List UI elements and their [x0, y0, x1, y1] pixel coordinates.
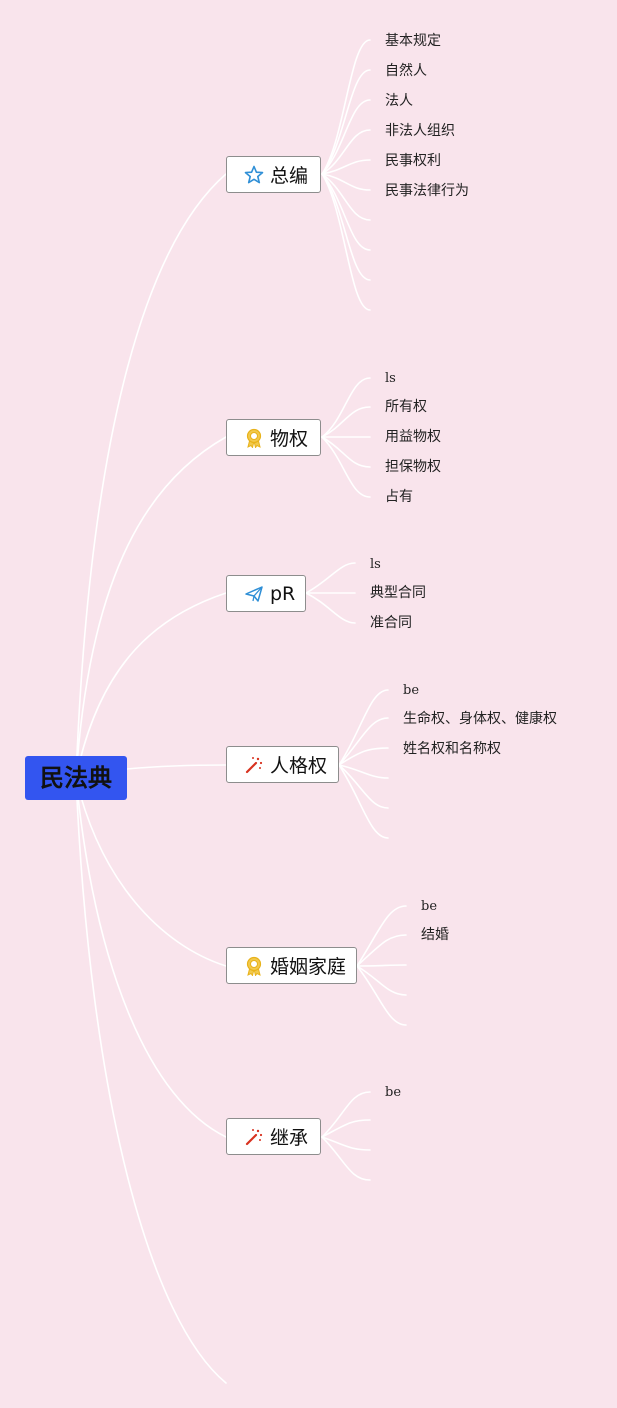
connector-root-pr	[75, 592, 227, 779]
leaf-topic[interactable]: 占有	[385, 489, 413, 505]
branch-label: 总编	[270, 165, 309, 187]
leaf-topic[interactable]: 结婚	[421, 927, 449, 943]
leaf-topic[interactable]: be	[421, 899, 438, 914]
branch-topic-wuquan[interactable]: 物权	[226, 419, 321, 456]
leaf-topic[interactable]: 基本规定	[385, 33, 441, 49]
leaf-topic[interactable]: be	[385, 1085, 402, 1100]
leaf-topic[interactable]: 自然人	[385, 63, 427, 79]
leaf-topic[interactable]: ls	[370, 557, 381, 572]
connector-root-hunyin	[75, 777, 227, 967]
leaf-topic[interactable]: 典型合同	[370, 585, 426, 601]
leaf-topic[interactable]: 法人	[385, 93, 413, 109]
leaf-topic[interactable]: ls	[385, 371, 396, 386]
root-topic[interactable]: 民法典	[25, 756, 127, 800]
branch-label: 人格权	[270, 755, 328, 777]
star-icon	[244, 165, 264, 185]
magic-wand-icon	[244, 755, 264, 775]
branch-label: 物权	[270, 428, 309, 450]
connector-root-jicheng	[75, 777, 227, 1138]
paper-plane-icon	[244, 584, 264, 604]
connector-root-renge	[126, 764, 227, 770]
branch-label: pR	[270, 582, 296, 605]
leaf-topic[interactable]: 非法人组织	[385, 123, 455, 139]
leaf-topic[interactable]: 准合同	[370, 615, 412, 631]
branch-topic-pr[interactable]: pR	[226, 575, 306, 612]
leaf-topic[interactable]: 生命权、身体权、健康权	[403, 711, 557, 727]
leaf-topic[interactable]: 民事法律行为	[385, 183, 469, 199]
branch-topic-hunyin[interactable]: 婚姻家庭	[226, 947, 357, 984]
leaf-topic[interactable]: 担保物权	[385, 459, 441, 475]
branch-topic-zongbian[interactable]: 总编	[226, 156, 321, 193]
leaf-topic[interactable]: 用益物权	[385, 429, 441, 445]
branch-label: 继承	[270, 1127, 309, 1149]
branch-topic-jicheng[interactable]: 继承	[226, 1118, 321, 1155]
award-ribbon-icon	[244, 956, 264, 976]
leaf-topic[interactable]: 姓名权和名称权	[403, 741, 501, 757]
branch-label: 婚姻家庭	[270, 956, 347, 978]
connector-root-trailing	[75, 777, 227, 1384]
leaf-topic[interactable]: 所有权	[385, 399, 427, 415]
connector-root-wuquan	[75, 436, 227, 779]
branch-topic-renge[interactable]: 人格权	[226, 746, 339, 783]
magic-wand-icon	[244, 1127, 264, 1147]
award-ribbon-icon	[244, 428, 264, 448]
leaf-topic[interactable]: 民事权利	[385, 153, 441, 169]
connector-root-zongbian	[75, 173, 227, 779]
leaf-topic[interactable]: be	[403, 683, 420, 698]
